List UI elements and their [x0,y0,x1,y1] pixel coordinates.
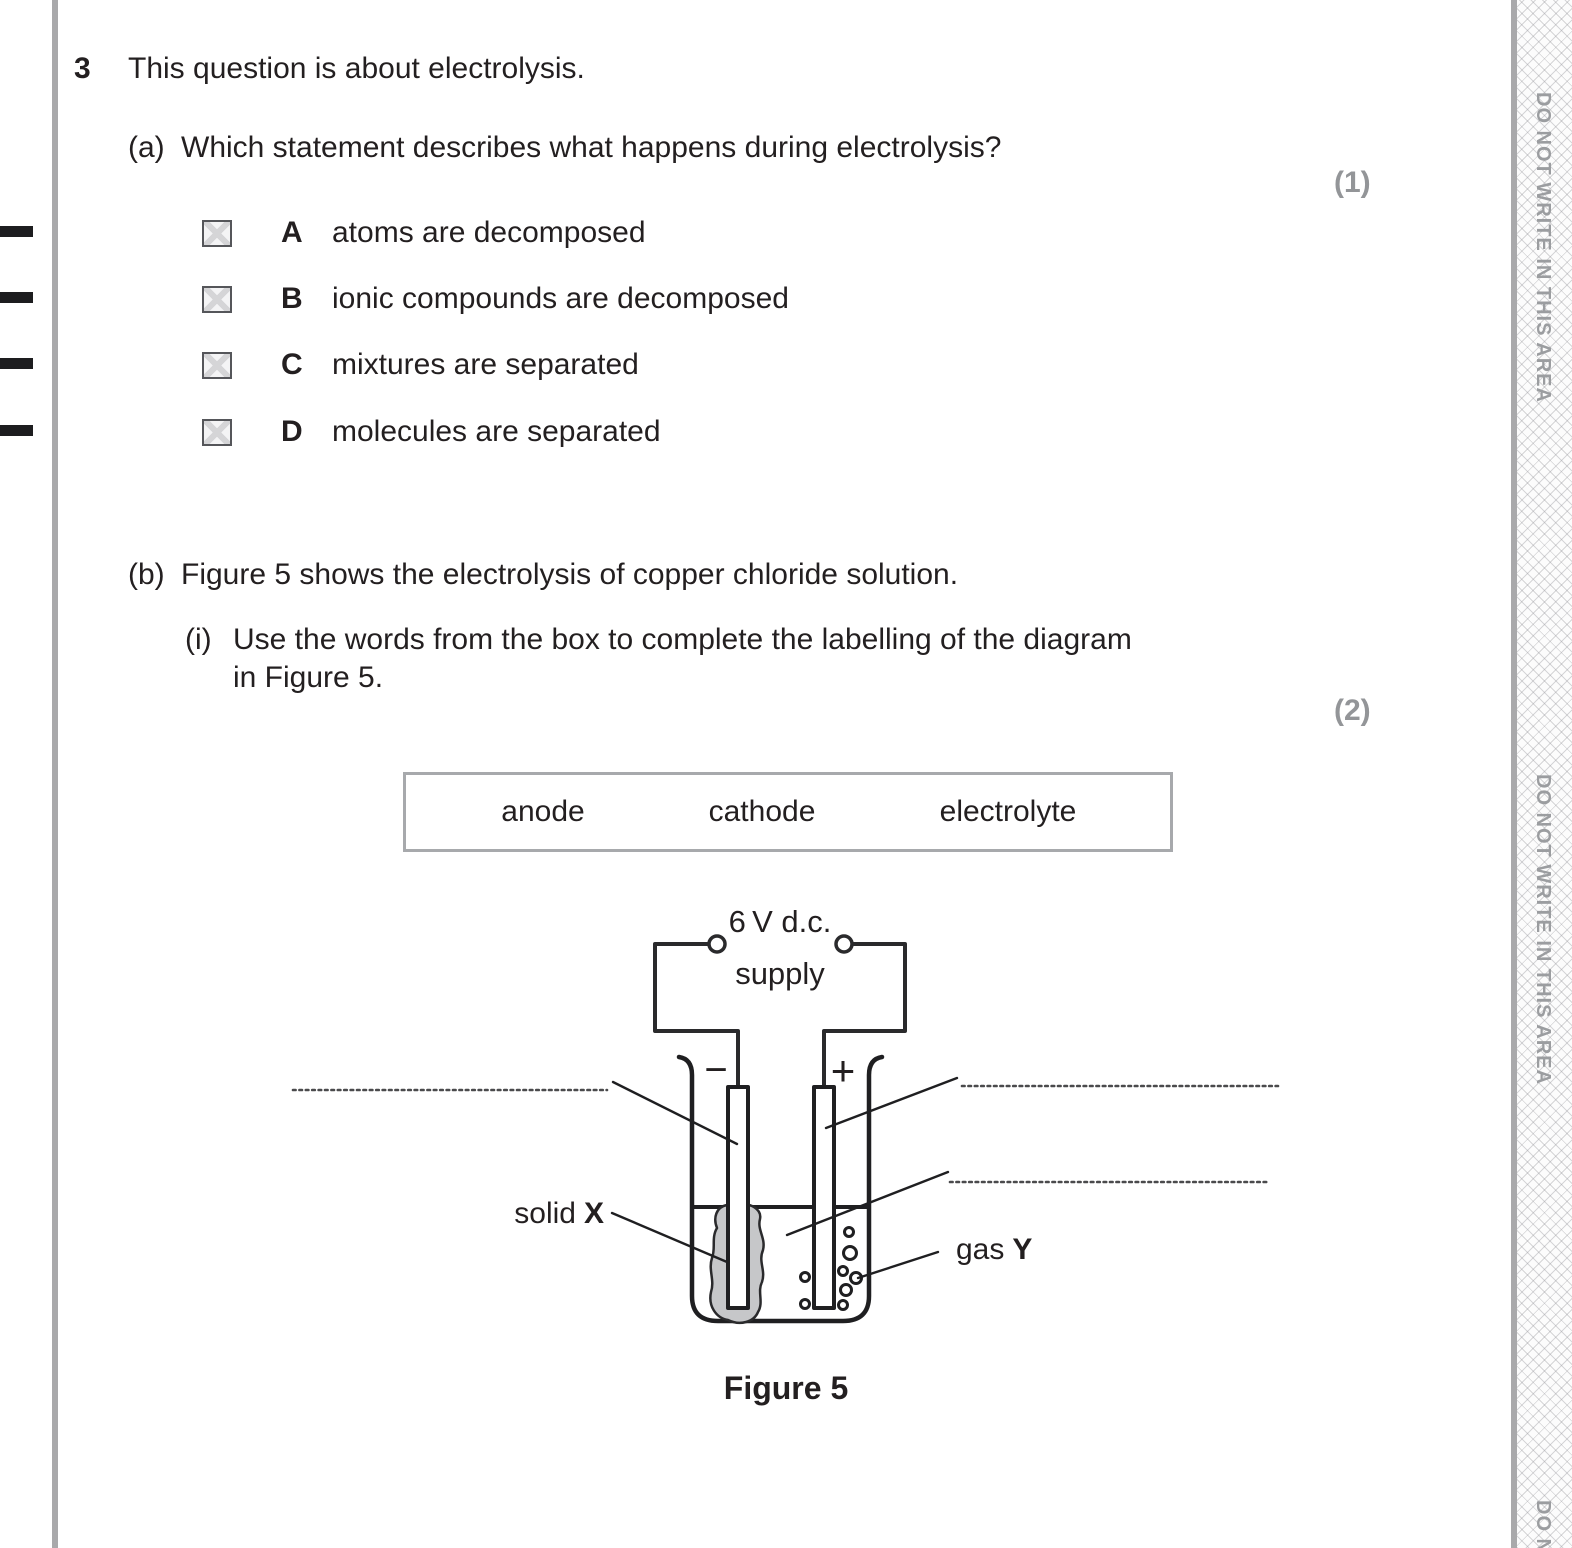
answer-checkbox-c[interactable] [202,351,232,379]
do-not-write-text: DO NOT WRITE IN THIS AREA [1532,92,1554,403]
word-cathode: cathode [708,795,816,828]
pointer-line-cathode [611,1080,739,1146]
do-not-write-text: DO NOT WRITE IN THIS AREA [1531,1500,1554,1548]
solid-symbol: X [584,1197,604,1230]
answer-checkbox-a[interactable] [202,219,232,247]
gas-bubble [799,1298,811,1310]
gas-bubble [843,1226,855,1238]
minus-sign: − [704,1048,727,1092]
question-number: 3 [74,52,91,85]
option-row-b: B ionic compounds are decomposed [202,282,789,316]
page-border-left [52,0,58,1548]
gas-bubble [837,1265,849,1277]
option-letter: D [281,415,303,448]
plus-sign: + [831,1047,856,1094]
supply-label-line1: 6 V d.c. [729,904,832,939]
part-b-intro: Figure 5 shows the electrolysis of coppe… [181,558,959,591]
part-b-i-instruction-line2: in Figure 5. [233,661,384,694]
supply-wire-right [822,942,907,1089]
solid-word: solid [514,1197,576,1230]
word-anode: anode [501,795,585,828]
part-b-i-instruction-line1: Use the words from the box to complete t… [233,623,1132,656]
page-border-right [1511,0,1517,1548]
option-row-d: D molecules are separated [202,415,661,449]
option-text: mixtures are separated [332,348,639,381]
part-a-label: (a) [128,131,165,164]
terminal-circle-left [707,934,727,954]
figure-caption: Figure 5 [723,1370,849,1406]
binding-mark [0,292,33,303]
cathode-electrode [726,1085,750,1310]
option-letter: A [281,216,303,249]
pointer-line-electrolyte [785,1170,950,1237]
binding-mark [0,358,33,369]
option-row-a: A atoms are decomposed [202,216,646,250]
option-letter: C [281,348,303,381]
option-row-c: C mixtures are separated [202,348,639,382]
do-not-write-text: DO NOT WRITE IN THIS AREA [1532,774,1554,1085]
supply-wire-left [653,942,740,1089]
part-b-label: (b) [128,558,165,591]
anode-electrode [812,1085,836,1310]
word-electrolyte: electrolyte [939,795,1077,828]
terminal-circle-right [834,934,854,954]
gas-bubble [837,1299,849,1311]
answer-checkbox-d[interactable] [202,418,232,446]
gas-bubble [839,1283,853,1297]
word-box: anode cathode electrolyte [403,772,1173,852]
beaker [676,1054,885,1324]
option-text: atoms are decomposed [332,216,646,249]
question-intro: This question is about electrolysis. [128,52,585,85]
gas-word: gas [956,1233,1004,1266]
pointer-line-anode [824,1076,959,1130]
do-not-write-margin: DO NOT WRITE IN THIS AREA DO NOT WRITE I… [1517,0,1572,1548]
part-a-marks: (1) [1334,166,1371,199]
pointer-line-solid-x [610,1211,729,1264]
part-a-question: Which statement describes what happens d… [181,131,1002,164]
figure-5-diagram: 6 V d.c. supply − + solid [291,904,1280,1324]
pointer-line-gas-y [856,1250,940,1280]
part-b-i-label: (i) [185,623,212,656]
gas-symbol: Y [1012,1233,1032,1266]
supply-label-line2: supply [735,956,825,991]
option-text: ionic compounds are decomposed [332,282,789,315]
binding-mark [0,425,33,436]
answer-checkbox-b[interactable] [202,285,232,313]
option-letter: B [281,282,303,315]
option-text: molecules are separated [332,415,661,448]
gas-bubble [842,1245,858,1261]
binding-mark [0,226,33,237]
part-b-i-marks: (2) [1334,694,1371,727]
gas-bubble [799,1271,811,1283]
